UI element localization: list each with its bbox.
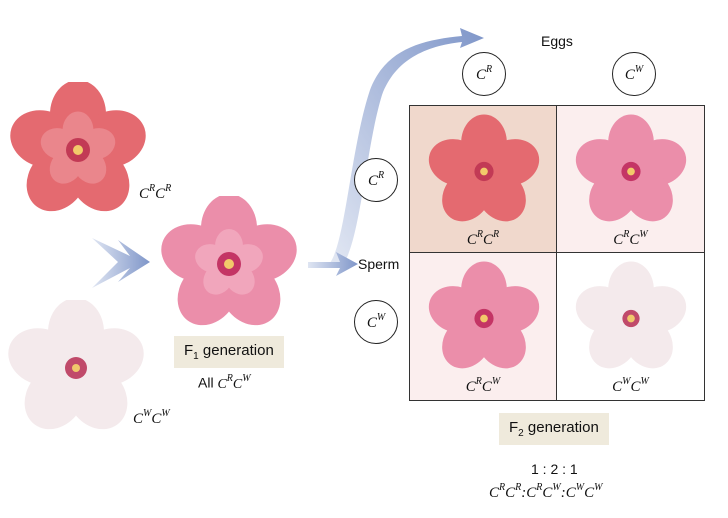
cell-genotype: CRCW: [613, 229, 648, 248]
sperm-allele-w: CW: [354, 300, 398, 344]
red-flower: [424, 114, 544, 229]
punnett-cell-ww: CWCW: [557, 253, 704, 400]
ratio-genotype-ww: CWCW: [565, 482, 603, 501]
punnett-square: CRCR CRCW CRCW CWCW: [409, 105, 705, 401]
punnett-cell-rw-bottom: CRCW: [410, 253, 557, 400]
sperm-allele-r: CR: [354, 158, 398, 202]
red-parent-flower: [8, 82, 148, 217]
f1-caption: All CRCW: [198, 373, 251, 392]
egg-allele-w: CW: [612, 52, 656, 96]
f2-ratio: 1 : 2 : 1: [531, 461, 578, 477]
sperm-arrow: [308, 252, 358, 276]
cell-genotype: CWCW: [612, 376, 649, 395]
punnett-cell-rw-top: CRCW: [557, 106, 704, 253]
white-parent-flower: [6, 300, 146, 435]
sperm-label: Sperm: [358, 256, 400, 272]
f1-generation-box: F1 generation: [174, 336, 284, 368]
white-parent-genotype: CWCW: [133, 408, 170, 427]
red-parent-genotype: CRCR: [139, 183, 172, 202]
egg-allele-r: CR: [462, 52, 506, 96]
f2-ratio-genotypes: CRCR:CRCW:CWCW: [489, 482, 603, 501]
eggs-arrow: [328, 28, 484, 268]
white-flower: [571, 261, 691, 376]
parent-arrow: [92, 238, 150, 288]
ratio-genotype-rr: CRCR: [489, 482, 522, 501]
pink-flower: [424, 261, 544, 376]
punnett-cell-rr: CRCR: [410, 106, 557, 253]
f2-generation-box: F2 generation: [499, 413, 609, 445]
pink-flower: [571, 114, 691, 229]
cell-genotype: CRCR: [466, 229, 500, 248]
eggs-label: Eggs: [541, 33, 573, 49]
ratio-genotype-rw: CRCW: [526, 482, 561, 501]
f1-flower: [158, 196, 300, 332]
cell-genotype: CRCW: [465, 376, 501, 395]
